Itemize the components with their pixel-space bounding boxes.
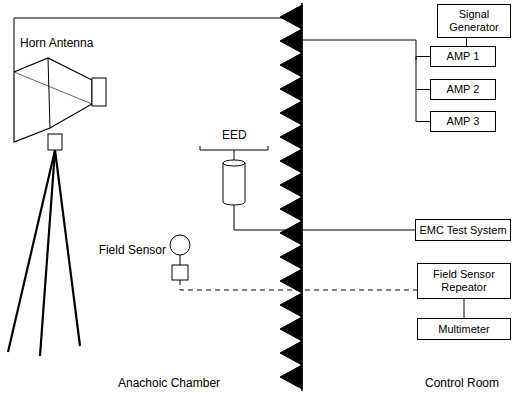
box-label: Signal Generator (441, 8, 507, 34)
box-label: EMC Test System (419, 224, 506, 237)
eed-body (223, 163, 245, 205)
eed-top (223, 160, 245, 166)
tripod-mount (48, 134, 62, 150)
box-label: AMP 3 (447, 115, 480, 128)
eed-lead (200, 146, 201, 150)
text-label: Field Sensor (99, 243, 166, 257)
text-label: Control Room (425, 376, 499, 390)
instrument-box: Field Sensor Repeator (417, 263, 511, 299)
instrument-box: Multimeter (417, 318, 511, 340)
box-label: Multimeter (438, 323, 489, 336)
field-sensor-stem (180, 255, 181, 265)
connector-wire (464, 299, 465, 318)
eed-lead (234, 150, 235, 160)
instrument-box: Signal Generator (437, 4, 511, 38)
absorber-cones (280, 5, 302, 389)
instrument-box: AMP 1 (430, 46, 496, 67)
text-label: Horn Antenna (20, 36, 93, 50)
text-label: EED (222, 128, 247, 142)
field-sensor-body (172, 265, 188, 280)
instrument-box: EMC Test System (415, 219, 511, 241)
eed-cable (234, 205, 417, 230)
field-sensor-probe (170, 235, 190, 255)
box-label: Field Sensor Repeator (421, 268, 507, 294)
horn-antenna (14, 58, 92, 142)
box-label: AMP 2 (447, 83, 480, 96)
tripod-leg (40, 150, 55, 356)
connector-wire (416, 90, 430, 122)
connector-wire (466, 38, 467, 46)
box-label: AMP 1 (447, 50, 480, 63)
amplifier-cable (302, 40, 416, 60)
tripod-leg (55, 150, 80, 346)
horn-edge (48, 58, 50, 128)
waveguide (92, 78, 106, 106)
horn-edge (14, 72, 92, 104)
connector-wire (416, 57, 430, 90)
eed-lead (268, 146, 269, 150)
instrument-box: AMP 3 (430, 111, 496, 132)
text-label: Anachoic Chamber (118, 376, 220, 390)
instrument-box: AMP 2 (430, 79, 496, 100)
fiber-link (180, 280, 417, 290)
